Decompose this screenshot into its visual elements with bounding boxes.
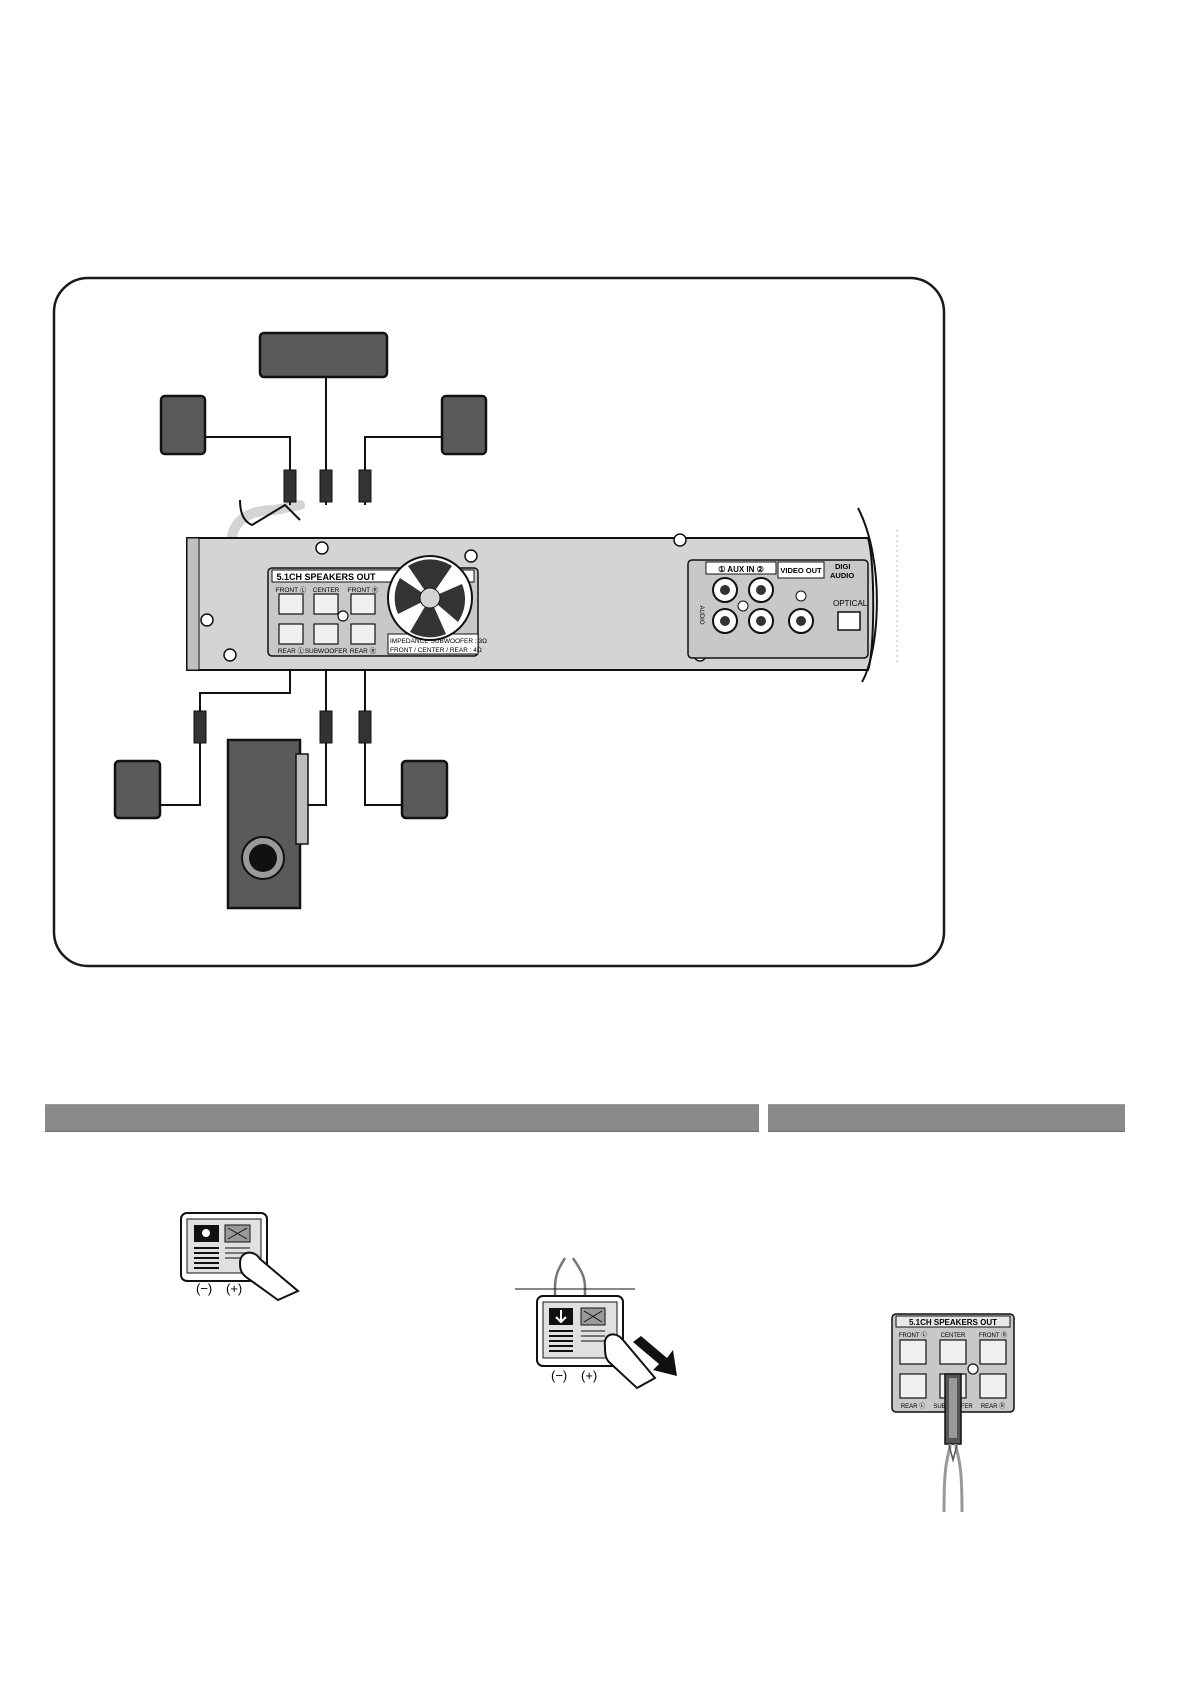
speaker-wire-pair: [553, 1257, 587, 1316]
speakers-out-header: 5.1CH SPEAKERS OUT: [276, 572, 376, 582]
optical-label: OPTICAL: [833, 599, 868, 608]
center-speaker: [258, 331, 389, 379]
impedance-line-1: IMPEDANCE SUBWOOFER : 3Ω: [390, 638, 487, 645]
label-rear-left: REAR Ⓛ: [278, 647, 305, 655]
terminal-press-figure: (−) (+): [180, 1212, 300, 1302]
label-front-right: FRONT Ⓡ: [348, 586, 379, 594]
cooling-fan: [387, 555, 473, 641]
digital-audio-label-2: AUDIO: [830, 571, 854, 580]
detail-front-right: FRONT Ⓡ: [979, 1331, 1007, 1339]
detail-speakers-header: 5.1CH SPEAKERS OUT: [909, 1318, 997, 1327]
wire-plugs: [193, 469, 372, 744]
section-bar-right: [768, 1104, 1125, 1132]
terminal-insert-figure: (−) (+): [515, 1257, 677, 1390]
impedance-line-2: FRONT / CENTER / REAR : 4Ω: [390, 647, 482, 654]
audio-label: AUDIO: [698, 605, 704, 624]
digital-audio-label-1: DIGI: [835, 562, 850, 571]
subwoofer-cable: [942, 1444, 964, 1513]
label-front-left: FRONT Ⓛ: [276, 586, 307, 594]
video-out-label: VIDEO OUT: [780, 566, 822, 575]
detail-front-left: FRONT Ⓛ: [899, 1331, 927, 1339]
subwoofer-speaker: [226, 738, 309, 910]
finger: [238, 1251, 300, 1302]
plus-label: (+): [581, 1368, 597, 1383]
speaker-connection-diagram: 5.1CH SPEAKERS OUT FRONT Ⓛ CENTER FRONT …: [52, 276, 946, 968]
section-bar-left: [45, 1104, 759, 1132]
plus-label: (+): [226, 1281, 242, 1296]
detail-center: CENTER: [941, 1333, 966, 1339]
label-rear-right: REAR Ⓡ: [350, 647, 377, 655]
detail-rear-left: REAR Ⓛ: [901, 1402, 925, 1410]
rear-right-speaker: [400, 759, 449, 820]
press-arrow-icon: [633, 1336, 677, 1376]
front-left-speaker: [159, 394, 207, 456]
label-center: CENTER: [313, 587, 340, 594]
receiver-rear-panel: 5.1CH SPEAKERS OUT FRONT Ⓛ CENTER FRONT …: [186, 507, 878, 683]
subwoofer-connection-figure: 5.1CH SPEAKERS OUT FRONT Ⓛ CENTER FRONT …: [891, 1313, 1015, 1513]
front-right-speaker: [440, 394, 488, 456]
bundled-cable: [239, 499, 301, 527]
minus-label: (−): [551, 1368, 567, 1383]
aux-in-label: ① AUX IN ②: [718, 565, 764, 574]
detail-rear-right: REAR Ⓡ: [981, 1402, 1005, 1410]
label-subwoofer: SUBWOOFER: [305, 648, 348, 655]
finger: [603, 1333, 657, 1390]
minus-label: (−): [196, 1281, 212, 1296]
rear-left-speaker: [113, 759, 162, 820]
